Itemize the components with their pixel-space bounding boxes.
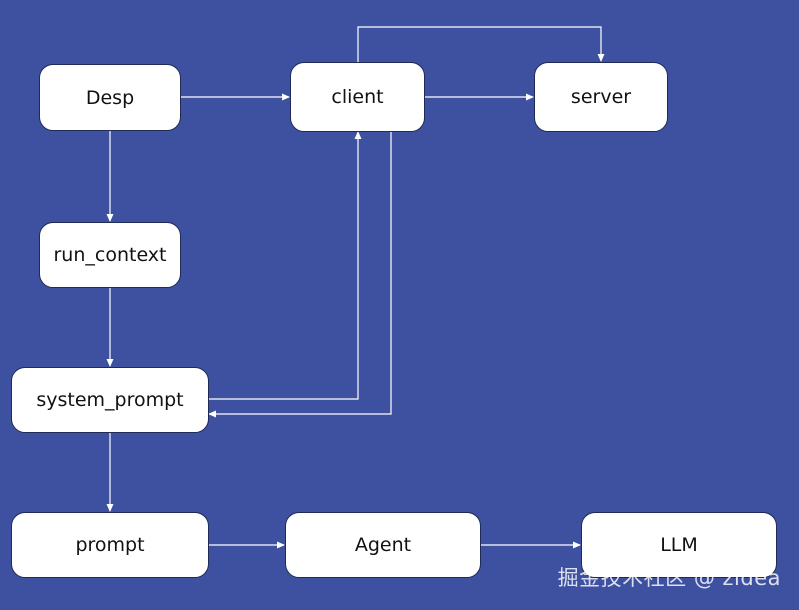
watermark: 掘金技术社区 @ zidea [557,566,781,590]
node-client: client [290,62,425,132]
edge-client-to-system-prompt [208,132,392,418]
node-run-context: run_context [39,222,181,288]
node-system-prompt: system_prompt [11,367,209,433]
edge-system-prompt-to-client [209,131,362,400]
edge-client-to-server-top [357,26,605,62]
node-server: server [534,62,668,132]
node-desp: Desp [39,64,181,131]
node-llm: LLM [581,512,777,578]
node-prompt: prompt [11,512,209,578]
node-agent: Agent [285,512,481,578]
